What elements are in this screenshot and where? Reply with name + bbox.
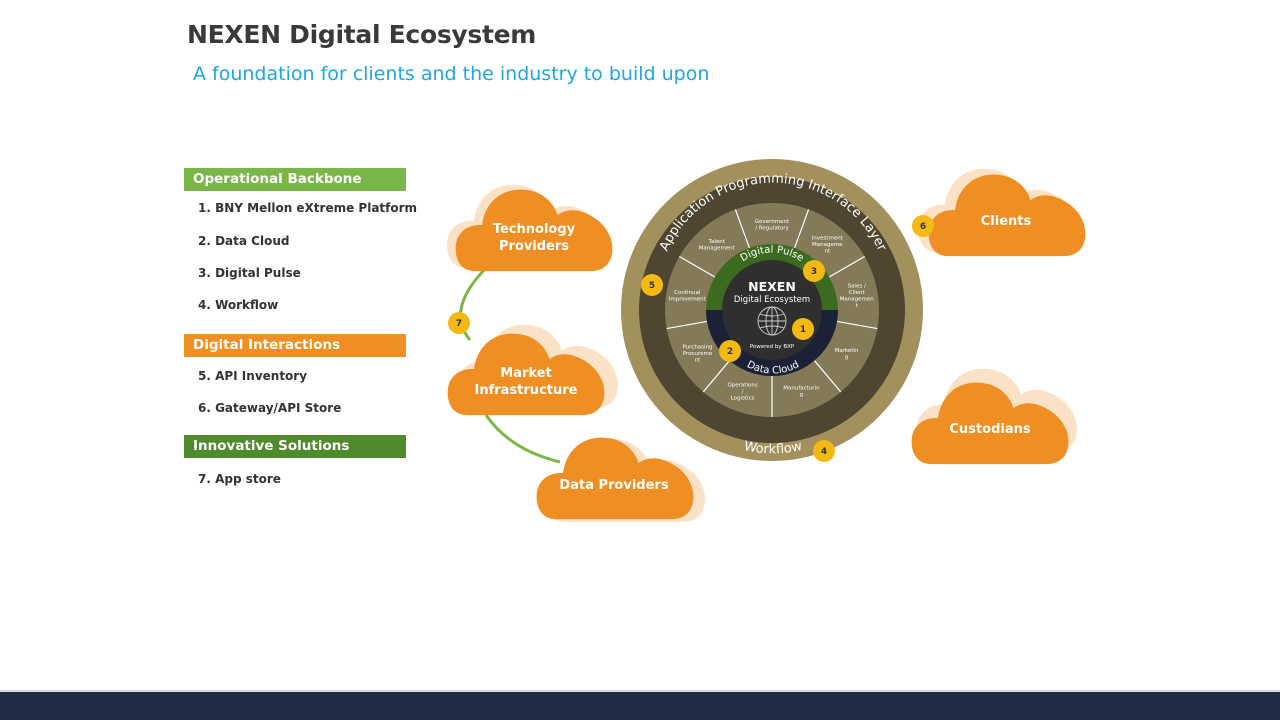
segment-divider (734, 209, 750, 249)
cloud-market-infrastructure: Market Infrastructure (447, 324, 618, 416)
section-header-operational-backbone: Operational Backbone (184, 168, 406, 191)
segment-divider (813, 360, 842, 393)
list-item-bxp: 1. BNY Mellon eXtreme Platform (198, 201, 418, 215)
cloud-custodians: Custodians (911, 368, 1077, 465)
core-subtitle: Digital Ecosystem (734, 295, 810, 305)
page-title: NEXEN Digital Ecosystem (187, 20, 537, 49)
list-item-workflow: 4. Workflow (198, 298, 279, 312)
core-title: NEXEN (748, 279, 796, 294)
cloud-technology-providers: Technology Providers (447, 184, 613, 272)
cloud-label: Clients (981, 214, 1032, 229)
list-item-app-store: 7. App store (198, 472, 281, 486)
svg-text:6: 6 (920, 222, 926, 232)
list-item-gateway: 6. Gateway/API Store (198, 401, 342, 415)
badge-3: 3 (803, 260, 825, 282)
list-item-api-inventory: 5. API Inventory (198, 369, 308, 383)
cloud-label: Infrastructure (475, 383, 578, 398)
page-subtitle: A foundation for clients and the industr… (193, 63, 710, 85)
list-item-digital-pulse: 3. Digital Pulse (198, 266, 301, 280)
cloud-label: Market (500, 366, 551, 381)
section-header-innovative-solutions: Innovative Solutions (184, 435, 406, 458)
powered-by-label: Powered by BXP (750, 344, 795, 350)
globe-icon (757, 306, 787, 336)
connector-line (484, 414, 561, 464)
badge-5: 5 (641, 274, 663, 296)
footer-bar (0, 690, 1280, 720)
svg-text:7: 7 (456, 319, 462, 329)
svg-text:4: 4 (821, 447, 827, 457)
segment-label: Operations/Logistics (727, 382, 757, 401)
svg-text:5: 5 (649, 281, 655, 291)
cloud-clients: Clients (918, 168, 1086, 257)
workflow-label: Workflow (743, 439, 804, 458)
list-item-data-cloud: 2. Data Cloud (198, 234, 290, 248)
cloud-label: Data Providers (559, 478, 668, 493)
segment-label: Government/ Regulatory (755, 219, 790, 232)
cloud-data-providers: Data Providers (536, 437, 705, 522)
badge-6: 6 (912, 215, 934, 237)
svg-text:3: 3 (811, 267, 817, 277)
badge-1: 1 (792, 318, 814, 340)
svg-text:1: 1 (800, 325, 806, 335)
data-cloud-label: Data Cloud (745, 359, 801, 376)
cloud-label: Custodians (949, 422, 1030, 437)
segment-divider (828, 255, 865, 278)
badge-4: 4 (813, 440, 835, 462)
svg-text:2: 2 (727, 347, 733, 357)
segment-divider (666, 320, 708, 330)
segment-dividers (666, 209, 878, 417)
badge-2: 2 (719, 340, 741, 362)
segment-divider (702, 360, 731, 393)
segment-divider (679, 255, 716, 278)
cloud-label: Providers (499, 239, 569, 254)
segment-divider (836, 320, 878, 330)
cloud-label: Technology (493, 222, 576, 237)
segment-divider (794, 209, 810, 249)
section-header-digital-interactions: Digital Interactions (184, 334, 406, 357)
connector-line (459, 266, 488, 341)
badge-7: 7 (448, 312, 470, 334)
